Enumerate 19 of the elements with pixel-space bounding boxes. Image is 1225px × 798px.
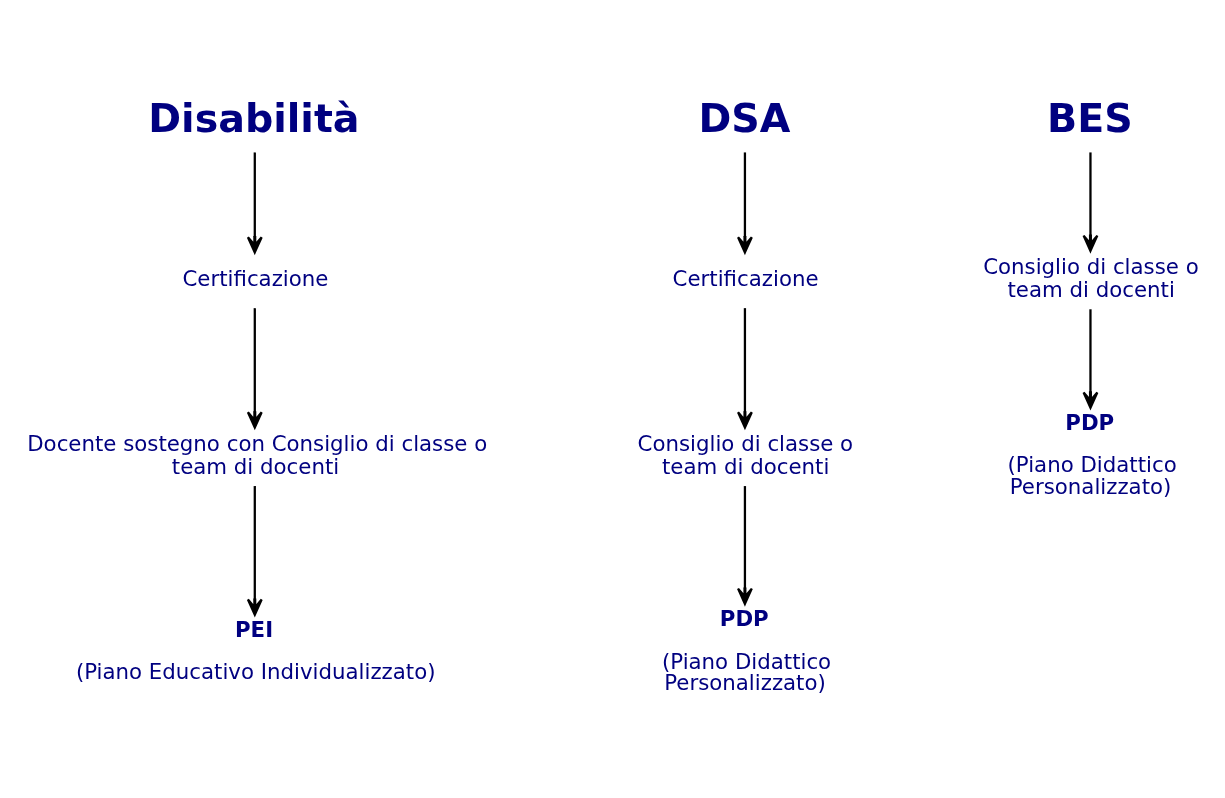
arrow: [736, 152, 753, 254]
node-text: Certificazione: [672, 265, 819, 291]
node-text: Docente sostegno con Consiglio di classe o team di docenti: [27, 431, 488, 479]
node-text: Certificazione: [182, 265, 329, 291]
node-text: Disabilità: [148, 95, 360, 142]
arrow: [1082, 152, 1099, 252]
arrow: [246, 486, 263, 616]
arrow: [736, 486, 753, 605]
arrow: [736, 308, 753, 429]
arrow: [246, 308, 263, 429]
node-text: DSA: [698, 95, 791, 142]
arrow: [246, 152, 263, 254]
node-text: Consiglio di classe o team di docenti: [637, 431, 854, 479]
node-text: Consiglio di classe o team di docenti: [983, 254, 1199, 303]
arrow: [1082, 309, 1099, 409]
node-text: PDP (Piano Didattico Personalizzato): [1007, 409, 1177, 499]
node-text: BES: [1047, 95, 1133, 142]
node-text: PEI (Piano Educativo Individualizzato): [75, 616, 436, 685]
node-text: PDP (Piano Didattico Personalizzato): [661, 606, 832, 696]
